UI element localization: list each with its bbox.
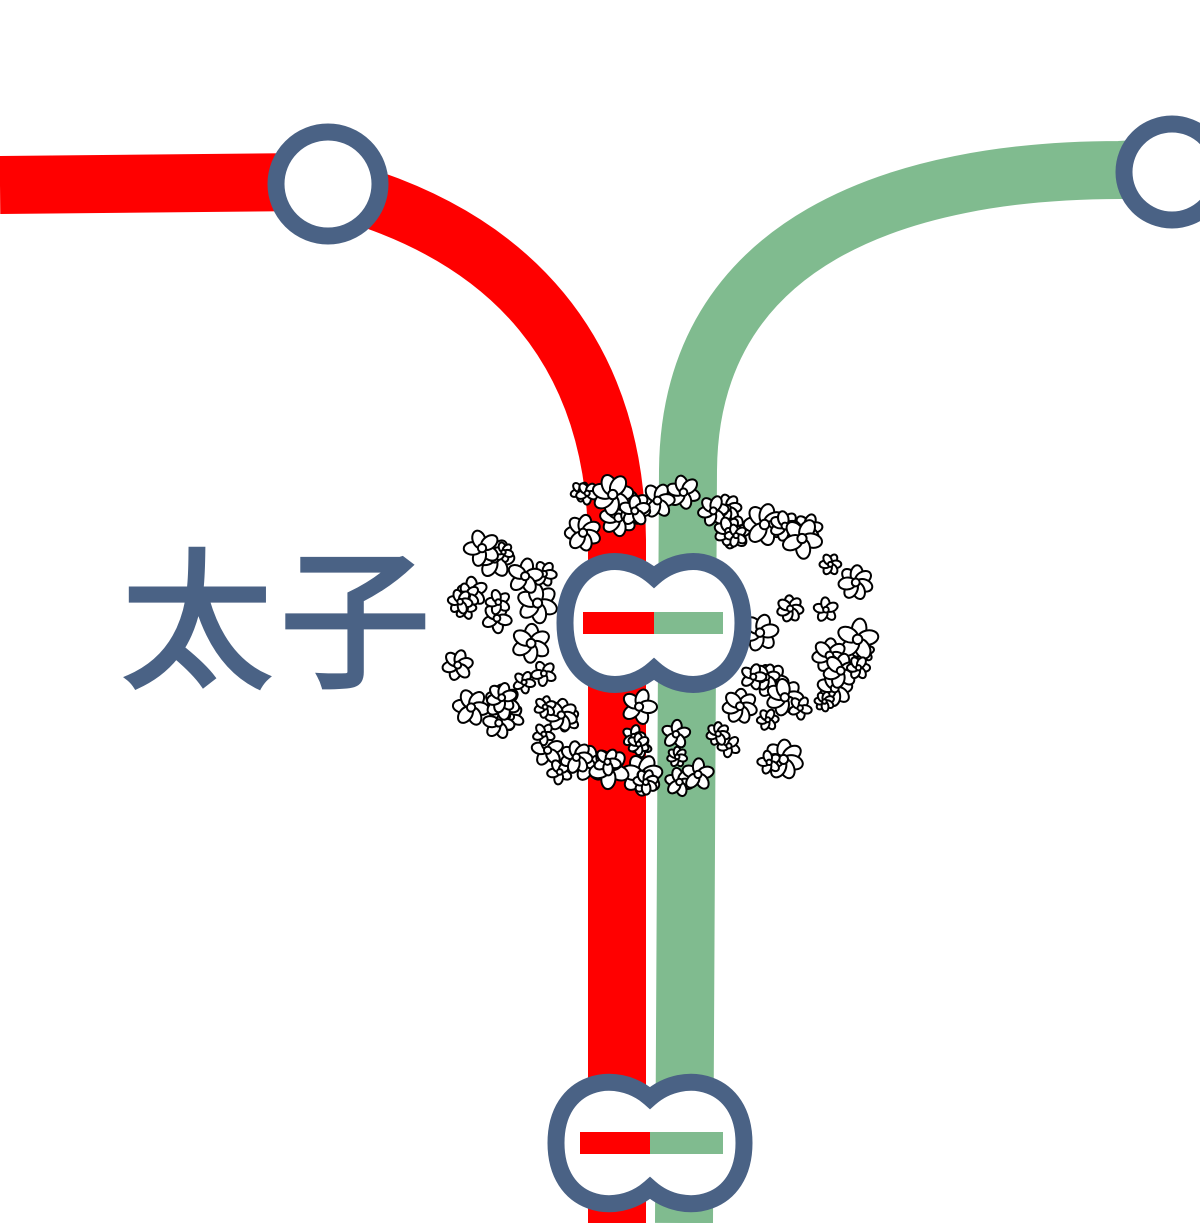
flower-doodle <box>818 553 843 576</box>
flower-doodle <box>484 588 511 616</box>
station-name-label: 太子 <box>122 535 439 711</box>
flower-doodle <box>756 749 781 775</box>
flower-doodle <box>530 660 557 687</box>
flower-doodle <box>666 745 689 768</box>
station-upper-right[interactable] <box>1115 115 1200 229</box>
station-taizi[interactable] <box>556 553 752 693</box>
flower-doodle <box>666 474 701 510</box>
red-line-indicator <box>583 612 654 634</box>
flower-doodle <box>837 617 880 660</box>
station-upper-left[interactable] <box>267 123 389 245</box>
flower-doodle <box>507 557 544 594</box>
flower-doodle <box>618 494 651 526</box>
flower-doodle <box>845 656 872 680</box>
flower-doodle <box>813 690 835 713</box>
flower-doodle <box>446 588 474 615</box>
flower-doodle <box>812 596 839 622</box>
flower-doodle <box>462 529 499 567</box>
flower-doodle <box>451 689 491 726</box>
flower-doodle <box>661 718 692 749</box>
red-line-indicator <box>580 1132 650 1154</box>
flower-doodle <box>788 696 813 721</box>
green-line-indicator <box>654 612 723 634</box>
flower-doodle <box>681 757 715 790</box>
flower-doodle <box>559 740 594 774</box>
flower-doodle <box>593 748 622 777</box>
green-line <box>655 136 1200 1223</box>
flower-doodle <box>705 721 731 746</box>
flower-doodle <box>639 483 676 518</box>
flower-doodle <box>532 723 556 747</box>
flower-doodle <box>782 519 824 560</box>
flower-doodle <box>776 594 805 623</box>
flower-doodle <box>632 769 659 796</box>
flower-doodle <box>837 564 874 601</box>
flower-doodle <box>622 688 659 725</box>
station-bottom[interactable] <box>547 1073 753 1213</box>
flower-doodle <box>755 708 780 731</box>
flower-doodle <box>627 732 650 757</box>
flower-doodle <box>512 622 550 664</box>
flower-doodle <box>546 759 573 786</box>
flower-doodle <box>591 474 635 517</box>
flower-doodle <box>485 682 518 714</box>
flower-doodle <box>512 670 537 695</box>
station-ring <box>267 123 389 245</box>
flower-doodle <box>766 677 805 717</box>
flower-doodle <box>441 649 474 681</box>
flower-doodle <box>563 513 601 552</box>
flower-doodle <box>721 687 758 724</box>
flower-doodle <box>517 581 558 625</box>
flower-cluster <box>441 474 880 798</box>
station-ring <box>1115 115 1200 229</box>
flower-doodle <box>723 523 747 548</box>
flower-doodle <box>741 663 768 691</box>
green-line-indicator <box>650 1132 723 1154</box>
flower-doodle <box>533 695 557 719</box>
